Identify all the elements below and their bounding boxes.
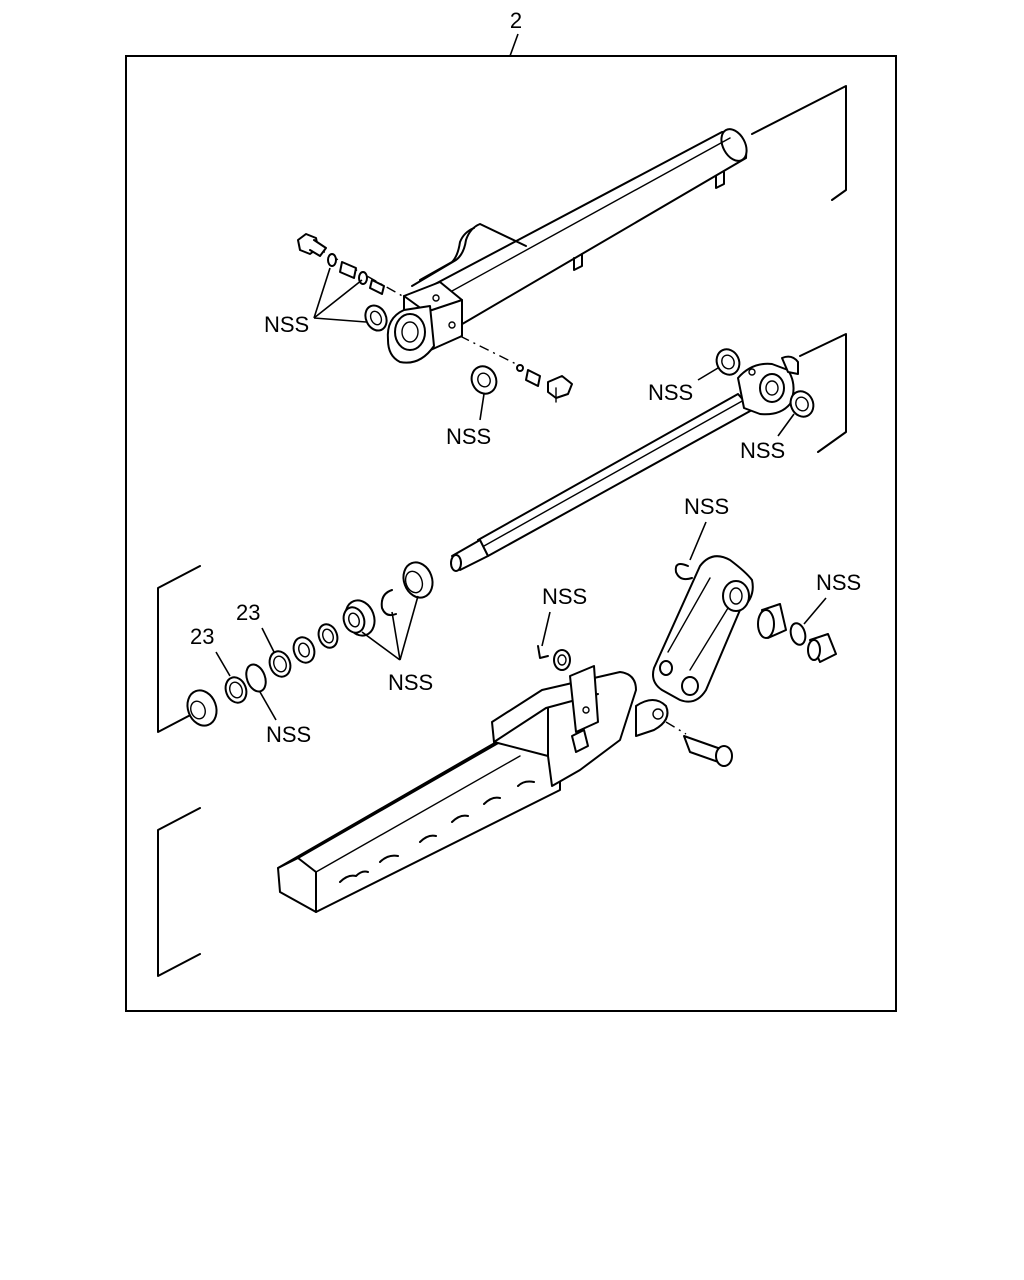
seal-upper-left: [364, 304, 388, 332]
callout-nss-mid-right-leader: [803, 597, 827, 625]
seal-group-b: [402, 561, 434, 599]
pitman-arm: [652, 555, 754, 703]
callout-nss-upper-right-a-leader: [697, 367, 719, 381]
seal-upper-right-b: [789, 390, 815, 418]
seal-upper-right-a: [715, 348, 741, 376]
callout-part-23-a-leader: [215, 651, 231, 677]
callout-nss-oring: NSS: [266, 722, 311, 747]
pin-lower: [665, 721, 733, 767]
lower-rail: [157, 665, 669, 977]
pin-right: [807, 633, 837, 663]
clip-ring: [674, 563, 693, 581]
callout-nss-clip: NSS: [542, 584, 587, 609]
callout-nss-mid-right-top: NSS: [684, 494, 729, 519]
callout-nss-upper-mid: NSS: [446, 424, 491, 449]
seal-group-a: [342, 599, 376, 637]
snap-ring: [380, 589, 397, 617]
callout-nss-upper-right-b-leader: [777, 413, 795, 437]
middle-shaft: [450, 333, 847, 572]
upper-tube: [309, 85, 847, 367]
nut-left: [186, 689, 218, 727]
callout-nss-upper-right-b: NSS: [740, 438, 785, 463]
ring-left: [317, 623, 339, 649]
callout-part-23-b: 23: [236, 600, 260, 625]
diagram-frame: [125, 55, 897, 1012]
washer-23-b: [268, 650, 292, 678]
callout-nss-mid-right-top-leader: [689, 521, 707, 561]
left-break-bracket: [157, 565, 201, 733]
callout-nss-upper-left: NSS: [264, 312, 309, 337]
callout-nss-mid-right: NSS: [816, 570, 861, 595]
callout-part-23-a: 23: [190, 624, 214, 649]
assembly-callout-leader: [509, 33, 519, 57]
oring-left: [245, 663, 267, 693]
callout-nss-upper-right-a: NSS: [648, 380, 693, 405]
callout-nss-upper-mid-leader: [479, 393, 485, 421]
bolt-upper-left: [297, 233, 385, 295]
callout-nss-upper-left-leader: [313, 267, 367, 323]
ring-right: [789, 622, 807, 646]
callout-part-23-b-leader: [261, 627, 275, 653]
callout-nss-oring-leader: [259, 691, 277, 721]
callout-nss-seal-group-leader: [361, 595, 419, 661]
bolt-upper-right: [516, 364, 573, 403]
clip-pin-lower: [537, 645, 571, 671]
washer-23-a: [224, 676, 248, 704]
callout-nss-seal-group: NSS: [388, 670, 433, 695]
bearing-left: [292, 636, 316, 664]
bushing-right: [757, 603, 787, 639]
seal-upper-mid: [470, 365, 498, 395]
callout-nss-clip-leader: [541, 611, 551, 647]
assembly-callout-label: 2: [510, 8, 522, 33]
